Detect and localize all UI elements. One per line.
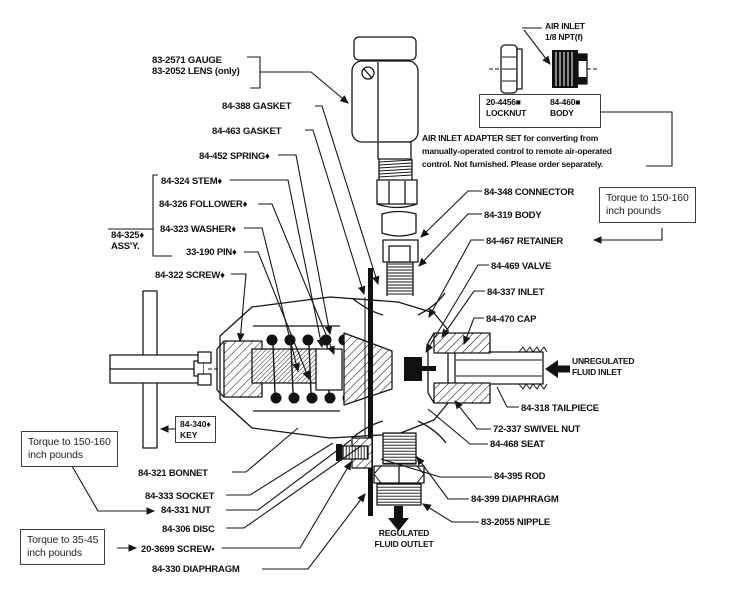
adapter-note-line2: manually-operated control to remote air-… <box>422 146 612 156</box>
label-diaphragm-399: 84-399 DIAPHRAGM <box>471 494 559 505</box>
locknut-number: 20-4456■ <box>486 97 521 107</box>
air-inlet-line1: AIR INLET <box>545 21 585 31</box>
rod-valve-drawing <box>364 268 436 516</box>
label-inlet-337: 84-337 INLET <box>487 287 545 298</box>
adapter-note-line1: AIR INLET ADAPTER SET for converting fro… <box>422 133 599 143</box>
label-lens: 83-2052 LENS (only) <box>152 66 240 77</box>
label-diaphragm-330: 84-330 DIAPHRAGM <box>152 564 240 575</box>
connector-body-drawing <box>381 210 419 296</box>
body-460-word: BODY <box>550 108 574 118</box>
torque-150-right-box: Torque to 150-160 inch pounds <box>599 187 696 223</box>
torque-35-line2: inch pounds <box>27 548 82 559</box>
body-460-number: 84-460■ <box>550 97 581 107</box>
valve-assembly-drawing <box>109 36 598 516</box>
label-assy-number: 84-325♦ <box>111 230 145 241</box>
label-assy-325: 84-325♦ ASS'Y. <box>111 230 144 252</box>
label-screw-322: 84-322 SCREW♦ <box>155 270 225 281</box>
regulated-line1: REGULATED <box>378 528 430 538</box>
label-cap-470: 84-470 CAP <box>486 314 537 325</box>
outlet-stack-drawing <box>336 432 425 506</box>
cap-tailpiece-drawing <box>208 332 548 404</box>
label-body-84-460: 84-460■ BODY <box>550 97 580 119</box>
label-retainer-467: 84-467 RETAINER <box>486 236 564 247</box>
torque-35-line1: Torque to 35-45 <box>27 535 99 546</box>
label-swivel-nut-72-337: 72-337 SWIVEL NUT <box>493 424 581 435</box>
label-bonnet-321: 84-321 BONNET <box>138 468 208 479</box>
label-socket-333: 84-333 SOCKET <box>145 491 215 502</box>
torque-150-left-box: Torque to 150-160 inch pounds <box>21 431 118 467</box>
label-gauge: 83-2571 GAUGE <box>152 55 222 66</box>
label-tailpiece-318: 84-318 TAILPIECE <box>521 403 599 414</box>
torque-150-line2: inch pounds <box>28 450 83 461</box>
flow-arrows <box>388 360 570 531</box>
label-pin-33-190: 33-190 PIN♦ <box>186 247 237 258</box>
torque-35-text: Torque to 35-45 inch pounds <box>21 530 104 564</box>
adapter-note-line3: control. Not furnished. Please order sep… <box>422 159 604 169</box>
label-body-319: 84-319 BODY <box>484 210 542 221</box>
label-assy-word: ASS'Y. <box>111 241 140 252</box>
torque-150-right-line2: inch pounds <box>606 206 661 217</box>
leader-lines <box>71 27 673 570</box>
label-air-inlet: AIR INLET 1/8 NPT(f) <box>545 21 585 43</box>
torque-150-line1: Torque to 150-160 <box>28 437 111 448</box>
label-stem-324: 84-324 STEM♦ <box>161 176 223 187</box>
torque-150-right-line1: Torque to 150-160 <box>606 193 689 204</box>
torque-150-left-text: Torque to 150-160 inch pounds <box>22 432 117 466</box>
label-locknut-20-4456: 20-4456■ LOCKNUT <box>486 97 526 119</box>
label-disc-306: 84-306 DISC <box>162 524 215 535</box>
label-key-number: 84-340♦ <box>180 419 211 429</box>
label-valve-469: 84-469 VALVE <box>491 261 552 272</box>
label-connector-348: 84-348 CONNECTOR <box>484 187 575 198</box>
locknut-word: LOCKNUT <box>486 108 527 118</box>
label-follower-326: 84-326 FOLLOWER♦ <box>159 199 248 210</box>
label-washer-323: 84-323 WASHER♦ <box>160 224 236 235</box>
gauge-drawing <box>351 36 419 209</box>
air-inlet-adapter-drawing <box>489 44 598 94</box>
label-gauge-lens: 83-2571 GAUGE 83-2052 LENS (only) <box>152 55 240 77</box>
label-gasket-388: 84-388 GASKET <box>222 101 292 112</box>
label-spring-452: 84-452 SPRING♦ <box>199 151 270 162</box>
unregulated-inlet-arrow <box>545 360 570 378</box>
label-gasket-463: 84-463 GASKET <box>212 126 282 137</box>
label-nipple-83-2055: 83-2055 NIPPLE <box>481 517 551 528</box>
regulated-outlet-arrow <box>388 506 409 531</box>
t-handle-drawing <box>109 290 204 449</box>
air-inlet-line2: 1/8 NPT(f) <box>545 32 583 42</box>
label-key-word: KEY <box>180 429 198 440</box>
label-regulated-outlet: REGULATED FLUID OUTLET <box>360 528 448 550</box>
label-nut-331: 84-331 NUT <box>161 505 211 516</box>
air-inlet-adapter-note: AIR INLET ADAPTER SET for converting fro… <box>422 132 612 171</box>
unregulated-line1: UNREGULATED <box>572 356 635 366</box>
torque-150-right-text: Torque to 150-160 inch pounds <box>600 188 695 222</box>
key-340-box: 84-340♦ KEY <box>175 416 216 443</box>
label-rod-395: 84-395 ROD <box>494 471 546 482</box>
unregulated-line2: FLUID INLET <box>572 367 622 377</box>
label-screw-3699: 20-3699 SCREW• <box>141 544 215 555</box>
adapter-parts-box <box>479 94 601 128</box>
label-seat-468: 84-468 SEAT <box>490 439 545 450</box>
regulated-line2: FLUID OUTLET <box>374 539 434 549</box>
torque-35-box: Torque to 35-45 inch pounds <box>20 529 106 565</box>
label-key-340: 84-340♦ KEY <box>176 417 215 442</box>
label-unregulated-inlet: UNREGULATED FLUID INLET <box>572 356 635 378</box>
